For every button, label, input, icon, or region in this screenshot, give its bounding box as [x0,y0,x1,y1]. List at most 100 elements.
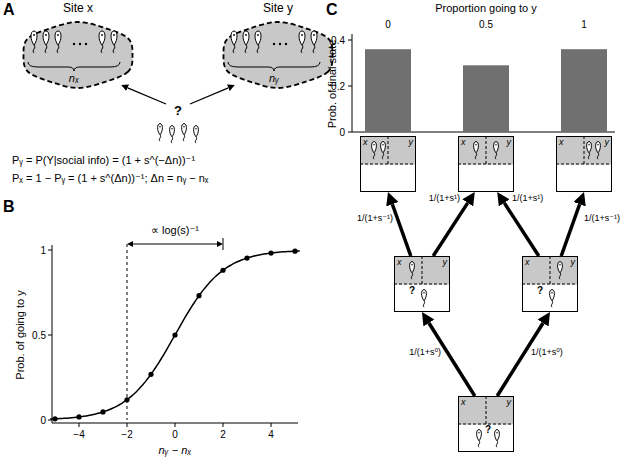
compartment-label: x [363,138,368,147]
node-outline [360,136,416,192]
question-mark: ? [485,425,491,435]
transition-arrow [392,204,410,256]
equation: Pₓ = 1 − Pᵧ = (1 + s^(Δn))⁻¹; Δn = nᵧ − … [12,172,208,184]
fish-icon [43,31,49,53]
transition-probability: 1/(1+s¹) [511,194,544,204]
fish-icon [311,31,317,53]
fish-icon [158,124,163,142]
bar [463,65,509,132]
annotation: ∝ log(s)⁻¹ [151,224,199,236]
state-box: xy [556,136,612,192]
node-outline [394,256,450,312]
transition-arrow [497,323,543,396]
brace [228,62,320,71]
tick-label: 1 [40,245,46,256]
tick-label: 0 [385,19,391,30]
question-mark: ? [174,104,182,117]
panel-letter: C [326,1,338,19]
fish-icon [558,262,563,280]
fish-icon [111,31,117,53]
fish-icon [474,142,479,160]
transition-probability: 1/(1+s⁻¹) [356,214,394,224]
compartment-label: y [507,398,512,407]
node-outline [556,136,612,192]
tick-label: 0 [339,127,345,138]
site-title: Site y [263,2,293,14]
fish-icon [494,142,499,160]
fish-icon [596,142,601,160]
compartment-label: y [507,138,512,147]
fish-icon [170,126,175,144]
bar [561,49,607,132]
fish-icon [31,31,37,53]
question-mark: ? [409,286,415,296]
transition-arrow [433,203,468,256]
compartment-label: x [461,398,466,407]
transition-arrow [561,204,579,256]
equation: Pᵧ = P(Y|social info) = (1 + s^(−Δn))⁻¹ [12,154,195,166]
fish-icon [372,142,377,160]
transition-arrow [504,203,539,256]
tick-label: 1 [581,19,587,30]
fish-icon [55,31,61,53]
compartment-label: y [409,138,414,147]
count-label: nₓ [69,73,79,84]
transition-arrow [190,88,228,104]
state-box: x y? [394,256,450,312]
compartment-label: x [397,258,402,267]
axis-title: Prob. of final state [326,40,338,129]
fish-icon [299,31,305,53]
compartment-label: x [461,138,466,147]
brace [28,62,120,71]
node-outline [458,396,514,452]
tick-label: −2 [121,429,132,440]
fish-icon [587,142,592,160]
fish-icon [194,126,199,144]
tick-label: −4 [73,429,84,440]
fish-icon [550,290,555,308]
fish-icon [410,262,415,280]
bar-chart [348,34,615,132]
state-box: xy [458,136,514,192]
site-title: Site x [63,2,93,14]
fish-icon [99,31,105,53]
tick-label: 0 [40,415,46,426]
tick-label: 0 [172,429,178,440]
site-region: Site xnₓ [18,20,138,90]
fish-icon [182,124,187,142]
choosing-fish: ? [148,104,208,148]
state-box: xy? [522,256,578,312]
site-region: Site ynᵧ [218,20,338,90]
tick-label: 2 [220,429,226,440]
transition-arrow [128,88,166,104]
bar [365,49,411,132]
state-box: xy [360,136,416,192]
panel-letter: A [3,1,15,19]
fish-icon [231,31,237,53]
node-outline [458,136,514,192]
compartment-label: x [559,138,564,147]
axis-title: Proportion going to y [435,2,537,14]
compartment-label: x [525,258,530,267]
fish-icon [255,31,261,53]
fish-icon [381,142,386,160]
fish-icon [422,290,427,308]
compartment-label: y [443,258,448,267]
tick-label: 0.5 [32,330,46,341]
fish-icon [243,31,249,53]
question-mark: ? [537,286,543,296]
axis-title: Prob. of going to y [14,290,26,379]
transition-probability: 1/(1+s⁰) [408,348,442,358]
transition-probability: 1/(1+s⁻¹) [583,214,621,224]
transition-probability: 1/(1+s⁰) [530,348,564,358]
sigmoid-plot [48,238,300,427]
axis-title: nᵧ − nₓ [159,444,192,456]
fish-icon [495,430,500,448]
transition-arrow [429,323,475,396]
tick-label: 4 [268,429,274,440]
count-label: nᵧ [269,73,279,84]
node-outline [522,256,578,312]
panel-letter: B [3,198,15,216]
fish-icon [477,430,482,448]
